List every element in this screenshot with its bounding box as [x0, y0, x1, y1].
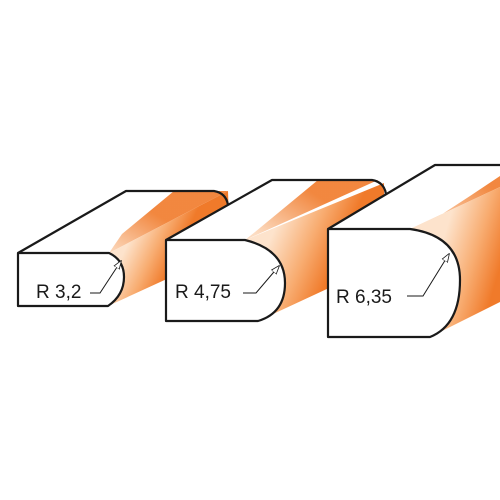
- profile-2-outline-back: [165, 178, 388, 241]
- profile-3-outline-back: [327, 163, 500, 230]
- profile-1-outline-back: [17, 189, 230, 254]
- profile-1-radius-leader: [90, 261, 121, 294]
- profile-3-radius-label: R 6,35: [336, 287, 392, 308]
- profile-3-top-face: [328, 165, 500, 229]
- profile-2-top-shading: [245, 180, 378, 240]
- profile-3-rounded-side: [410, 187, 500, 337]
- profile-2-radius-leader: [243, 266, 279, 294]
- profile-2-front-face: [164, 238, 287, 323]
- profile-3-front-face: [326, 227, 462, 339]
- profile-1-radius-label: R 3,2: [36, 282, 81, 303]
- profile-3-radius-leader: [407, 254, 449, 297]
- profile-3: R 6,35: [326, 163, 500, 339]
- profile-2-radius-label: R 4,75: [175, 282, 231, 303]
